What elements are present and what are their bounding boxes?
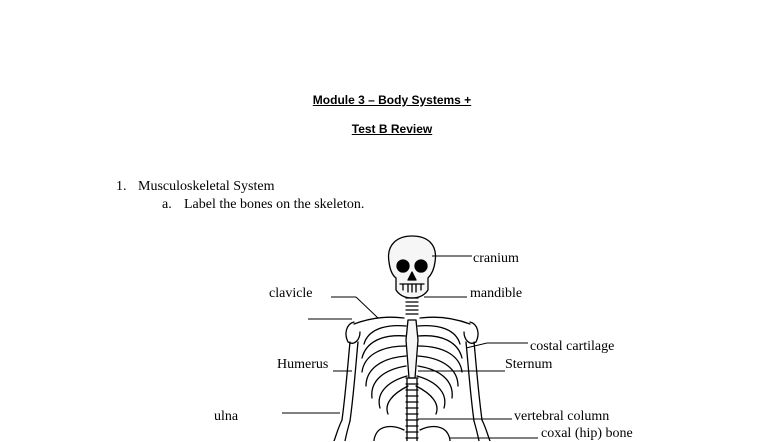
pelvis-right (419, 425, 451, 441)
document-subtitle: Test B Review (351, 122, 433, 136)
subitem-letter: a. (162, 197, 172, 212)
skull-outline (387, 235, 437, 299)
left-humerus (341, 341, 359, 422)
right-shoulder (463, 321, 479, 344)
ribs-left (361, 324, 409, 415)
neck-vertebrae (405, 297, 419, 315)
nasal-cavity (407, 271, 417, 281)
left-clavicle (353, 316, 405, 325)
leader-clavicle-diag (355, 296, 379, 319)
right-humerus (465, 341, 483, 422)
left-forearm (333, 419, 351, 441)
subitem-text: Label the bones on the skeleton. (184, 197, 365, 212)
left-eye-socket (396, 259, 410, 273)
label-mandible: mandible (470, 286, 523, 301)
teeth (399, 283, 425, 293)
right-eye-socket (414, 259, 428, 273)
leader-costal-diag (465, 342, 488, 349)
pelvis-left (373, 425, 405, 441)
label-costal-cartilage: costal cartilage (530, 339, 615, 354)
sternum-bone (405, 319, 419, 379)
label-sternum: Sternum (505, 357, 553, 372)
right-forearm (473, 419, 491, 441)
document-title: Module 3 – Body Systems + (312, 93, 472, 107)
right-clavicle (419, 316, 471, 325)
left-shoulder (345, 321, 361, 344)
question-number: 1. (116, 179, 127, 194)
label-coxal-bone: coxal (hip) bone (541, 426, 633, 441)
label-humerus: Humerus (277, 357, 329, 372)
spine (405, 377, 419, 441)
question-text: Musculoskeletal System (138, 179, 275, 194)
ribs-right (415, 324, 463, 415)
label-vertebral-column: vertebral column (514, 409, 610, 424)
label-cranium: cranium (473, 251, 519, 266)
label-ulna: ulna (214, 409, 239, 424)
label-clavicle: clavicle (269, 286, 313, 301)
